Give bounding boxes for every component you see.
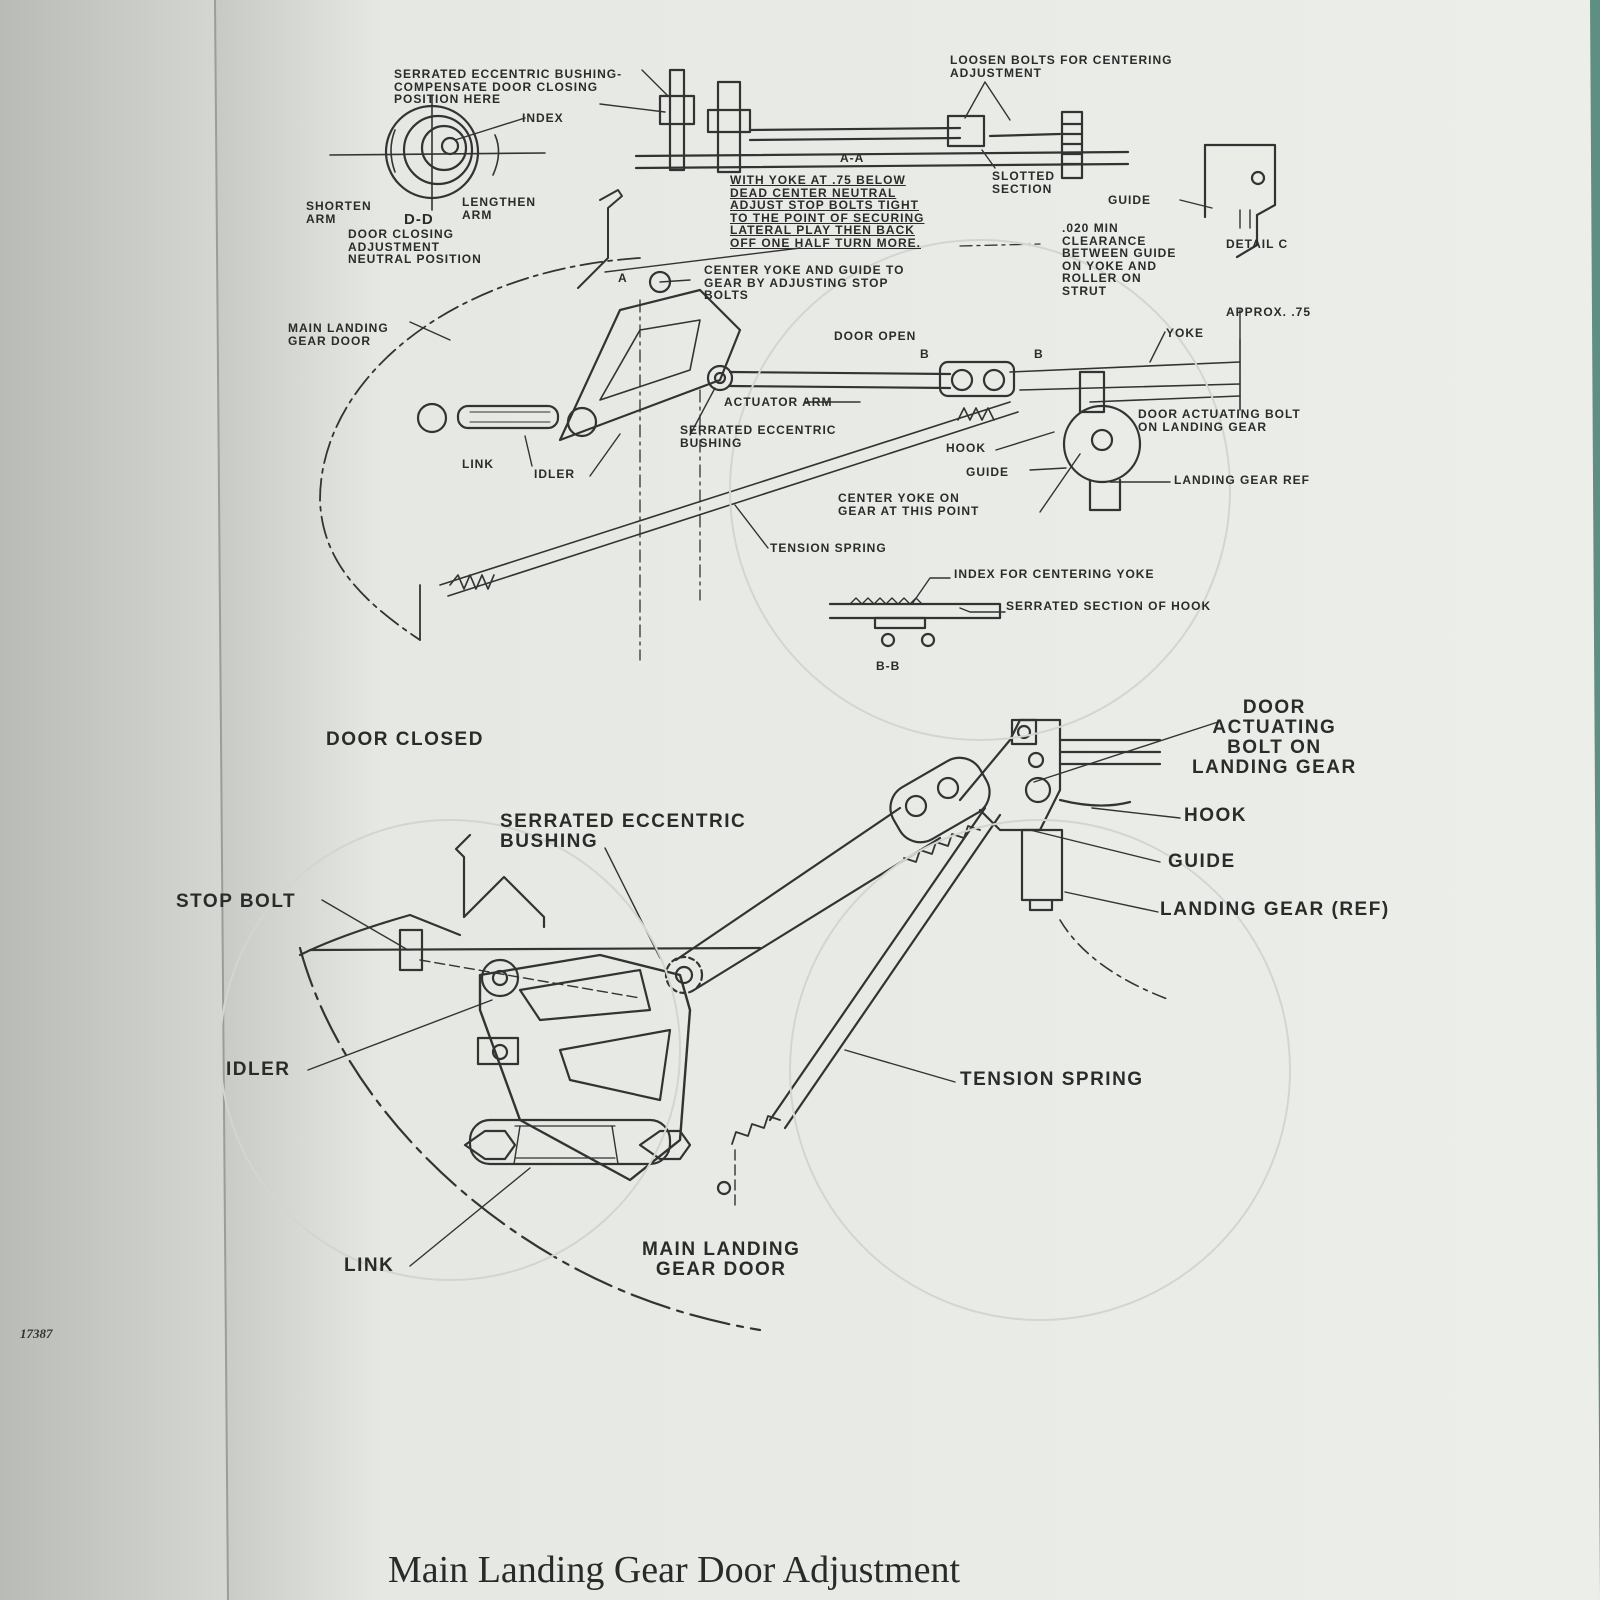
label-index-centering: INDEX FOR CENTERING YOKE (954, 567, 1155, 581)
label-section-aa: A-A (840, 151, 865, 165)
section-bb-drawing (828, 597, 1002, 648)
label-idler-open: IDLER (534, 467, 575, 481)
label-serrated-bushing-closed: SERRATED ECCENTRIC BUSHING (500, 811, 747, 852)
label-guide-open: GUIDE (966, 465, 1010, 479)
label-clearance: .020 MIN CLEARANCE BETWEEN GUIDE ON YOKE… (1062, 221, 1177, 298)
label-index: INDEX (522, 111, 564, 125)
leader-lines (307, 69, 1241, 1267)
label-main-door-open: MAIN LANDING GEAR DOOR (288, 321, 389, 348)
label-link-closed: LINK (344, 1255, 395, 1276)
figure-caption: Main Landing Gear Door Adjustment (388, 1549, 961, 1591)
label-serrated-bushing-note: SERRATED ECCENTRIC BUSHING- COMPENSATE D… (394, 67, 623, 107)
label-dd-caption: DOOR CLOSING ADJUSTMENT NEUTRAL POSITION (348, 227, 482, 267)
label-yoke-note: WITH YOKE AT .75 BELOW DEAD CENTER NEUTR… (730, 173, 925, 250)
label-shorten-arm: SHORTEN ARM (306, 199, 372, 226)
label-hook-open: HOOK (946, 441, 986, 455)
label-gear-ref-closed: LANDING GEAR (REF) (1160, 899, 1390, 920)
label-center-yoke-gear: CENTER YOKE ON GEAR AT THIS POINT (838, 491, 980, 518)
section-dd-drawing (329, 95, 546, 211)
label-detail-c: DETAIL C (1226, 237, 1289, 251)
label-guide-closed: GUIDE (1168, 851, 1236, 872)
label-door-closed: DOOR CLOSED (326, 729, 484, 750)
label-actuator-arm: ACTUATOR ARM (724, 395, 833, 409)
label-loosen-bolts: LOOSEN BOLTS FOR CENTERING ADJUSTMENT (950, 53, 1173, 80)
label-tension-spring-closed: TENSION SPRING (960, 1069, 1144, 1090)
label-door-open: DOOR OPEN (834, 329, 917, 343)
label-door-bolt-open: DOOR ACTUATING BOLT ON LANDING GEAR (1138, 407, 1301, 434)
label-center-yoke: CENTER YOKE AND GUIDE TO GEAR BY ADJUSTI… (704, 263, 905, 303)
label-link-open: LINK (462, 457, 494, 471)
label-a-mark: A (618, 271, 628, 285)
label-tension-spring-open: TENSION SPRING (770, 541, 887, 555)
label-hook-closed: HOOK (1184, 805, 1247, 826)
label-slotted-section: SLOTTED SECTION (992, 169, 1055, 196)
label-lengthen-arm: LENGTHEN ARM (462, 195, 536, 222)
label-section-bb: B-B (876, 659, 901, 673)
label-approx: APPROX. .75 (1226, 305, 1312, 319)
left-page (0, 0, 230, 1600)
door-open-mechanism (319, 189, 1241, 661)
label-serrated-bushing-open: SERRATED ECCENTRIC BUSHING (680, 423, 837, 450)
label-guide-detail: GUIDE (1108, 193, 1152, 207)
section-aa-drawing (634, 68, 1130, 180)
label-door-bolt-closed: DOOR ACTUATING BOLT ON LANDING GEAR (1192, 697, 1357, 778)
page-fold (214, 0, 229, 1600)
bleed-through (219, 239, 1291, 1321)
label-main-door-closed: MAIN LANDING GEAR DOOR (642, 1239, 801, 1280)
detail-c-drawing (1203, 143, 1277, 259)
label-yoke: YOKE (1166, 326, 1205, 340)
label-stop-bolt: STOP BOLT (176, 891, 297, 912)
figure-number: 17387 (20, 1326, 53, 1341)
label-serrated-hook: SERRATED SECTION OF HOOK (1006, 599, 1212, 613)
label-idler-closed: IDLER (226, 1059, 291, 1080)
label-b-mark-left: B (920, 347, 930, 361)
label-b-mark-right: B (1034, 347, 1044, 361)
label-section-dd: D-D (404, 211, 434, 228)
label-gear-ref-open: LANDING GEAR REF (1174, 473, 1310, 487)
